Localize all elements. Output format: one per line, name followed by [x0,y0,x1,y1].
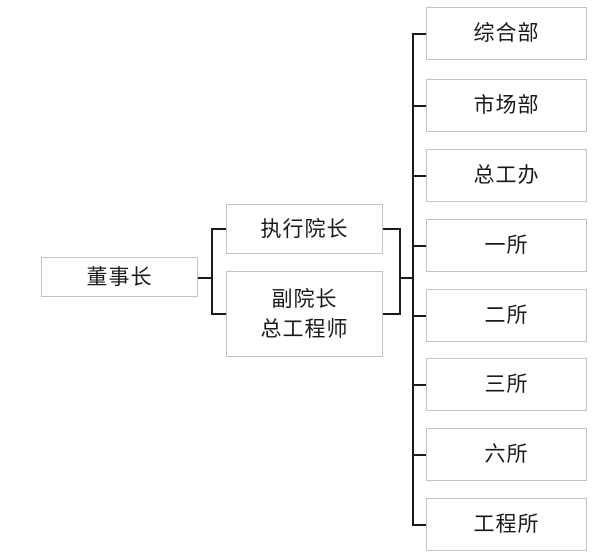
connector-merge-stub-top [383,228,400,230]
connector-merge-stub-bottom [383,313,400,315]
node-institute-3-label: 三所 [484,372,529,397]
node-vice-dean-chief-engineer[interactable]: 副院长 总工程师 [226,271,383,357]
node-marketing-dept[interactable]: 市场部 [426,79,587,132]
connector-trunk [412,33,414,525]
node-vice-dean-label: 副院长 [271,286,338,311]
node-general-affairs-dept[interactable]: 综合部 [426,7,587,60]
node-engineering-institute[interactable]: 工程所 [426,498,587,551]
connector-merge-to-trunk [399,277,414,279]
node-marketing-dept-label: 市场部 [473,93,540,118]
node-chief-engineer-office-label: 总工办 [473,163,540,188]
node-institute-1[interactable]: 一所 [426,219,587,272]
node-chief-engineer-office[interactable]: 总工办 [426,149,587,202]
node-institute-2[interactable]: 二所 [426,289,587,342]
node-institute-6[interactable]: 六所 [426,428,587,481]
node-institute-1-label: 一所 [484,233,529,258]
node-executive-dean[interactable]: 执行院长 [226,204,383,254]
node-chairman-label: 董事长 [86,264,153,289]
node-chairman[interactable]: 董事长 [41,257,198,297]
connector-child-stub [412,315,427,317]
connector-child-stub [412,454,427,456]
node-chief-engineer-label: 总工程师 [260,317,349,341]
connector-level2-bracket [211,228,213,315]
connector-child-stub [412,524,427,526]
connector-child-stub [412,384,427,386]
connector-merge-bracket [399,228,401,315]
node-general-affairs-dept-label: 综合部 [473,21,540,46]
node-institute-2-label: 二所 [484,303,529,328]
connector-level2-stub-top [211,228,227,230]
node-institute-3[interactable]: 三所 [426,358,587,411]
connector-child-stub [412,105,427,107]
connector-child-stub [412,33,427,35]
node-executive-dean-label: 执行院长 [260,216,349,241]
connector-level2-stub-bottom [211,313,227,315]
connector-child-stub [412,175,427,177]
node-institute-6-label: 六所 [484,442,529,467]
connector-root-stub [197,277,213,279]
connector-child-stub [412,245,427,247]
node-engineering-institute-label: 工程所 [473,512,540,537]
